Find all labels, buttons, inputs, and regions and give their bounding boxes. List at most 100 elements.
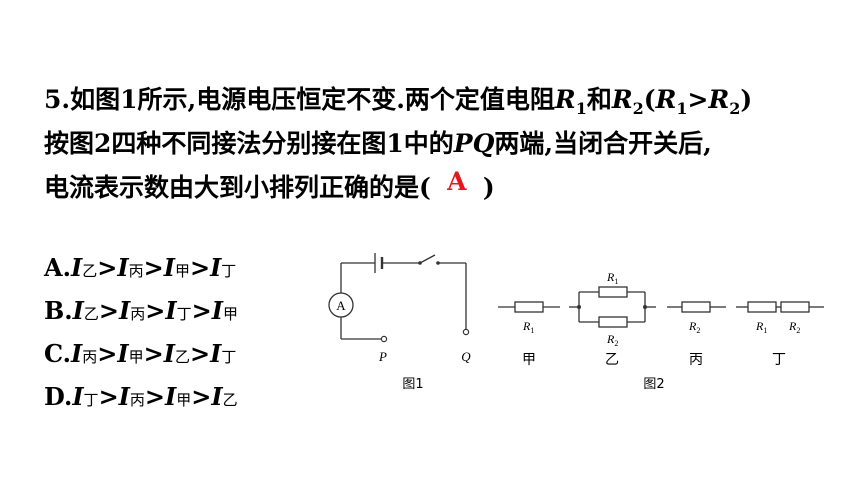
option-term: 丙 [129,391,145,409]
option-gt: > [189,253,211,282]
question-text-2a: 按图2四种不同接法分别接在图1中的 [44,129,454,158]
ding-second-resistor [780,301,810,313]
question-text-1: 如图1所示,电源电压恒定不变.两个定值电阻 [70,85,555,114]
greater-than: > [687,85,709,114]
option-gt: > [143,253,164,282]
ammeter-label: A [336,298,346,313]
option-gt: > [144,382,166,411]
current-symbol: I [210,253,222,282]
ding-second-resistor-label: R2 [788,319,800,335]
option-term: 甲 [222,305,238,323]
option-term: 甲 [128,348,144,366]
current-symbol: I [117,339,129,368]
resistor-r2-symbol: R [611,85,633,114]
option-term: 丁 [83,391,99,409]
current-symbol: I [211,382,223,411]
option-term: 丙 [130,305,146,323]
yi-junction-right [643,305,647,309]
option-term: 乙 [83,305,99,323]
ding-label: 丁 [772,352,786,368]
option-gt: > [97,253,118,282]
option-letter: B. [44,296,73,325]
question-line-2: 按图2四种不同接法分别接在图1中的PQ两端,当闭合开关后, [44,126,712,162]
current-symbol: I [72,296,84,325]
question-number: 5. [44,85,71,114]
r1-subscript: 1 [575,99,587,118]
option-gt: > [98,296,119,325]
current-symbol: I [210,339,222,368]
ding-first-resistor-label: R1 [755,319,767,335]
compare-r2-sub: 2 [729,99,741,118]
paren-open: ( [643,85,656,114]
option-term: 丙 [82,348,98,366]
compare-r1-sub: 1 [676,99,688,118]
pq-symbol: PQ [453,129,495,158]
bing-resistor-label: R2 [688,319,700,335]
bing-resistor [681,301,711,313]
yi-top-resistor [598,286,628,298]
question-text-2b: 两端,当闭合开关后, [494,129,712,158]
question-line-1: 5.如图1所示,电源电压恒定不变.两个定值电阻R1和R2(R1>R2) [44,82,752,127]
option-gt: > [97,339,118,368]
yi-junction-left [577,305,581,309]
option-term: 乙 [175,348,191,366]
option-gt: > [145,296,166,325]
option-term: 乙 [82,262,98,280]
ding-first-resistor [747,301,777,313]
jia-label: 甲 [522,352,536,368]
current-symbol: I [119,296,131,325]
yi-bottom-resistor [598,316,628,328]
option-term: 乙 [222,391,238,409]
option-gt: > [191,382,212,411]
question-text-3: 电流表示数由大到小排列正确的是( [44,173,431,202]
yi-top-resistor-label: R1 [606,270,618,286]
jia-resistor [514,301,544,313]
figure-1-circuit: A P Q 图1 [328,253,471,392]
option-gt: > [143,339,164,368]
current-symbol: I [211,296,223,325]
terminal-q [462,328,470,336]
switch-contact-left [418,261,422,265]
resistor-r1-symbol: R [554,85,576,114]
paren-close: ) [740,85,753,114]
option-row: A.I乙>I丙>I甲>I丁 [44,252,236,287]
jia-resistor-label: R1 [522,319,534,335]
paren-close-3: ) [482,173,495,202]
option-gt: > [191,296,212,325]
current-symbol: I [163,253,175,282]
question-line-3: 电流表示数由大到小排列正确的是( A) [44,167,495,206]
current-symbol: I [118,382,130,411]
option-row: B.I乙>I丙>I丁>I甲 [44,295,238,330]
option-term: 甲 [174,262,190,280]
current-symbol: I [163,339,175,368]
current-symbol: I [71,339,83,368]
current-symbol: I [165,296,177,325]
current-symbol: I [165,382,177,411]
figure-2-caption: 图2 [643,377,664,392]
bing-label: 丙 [689,352,703,368]
option-gt: > [190,339,211,368]
answer-mark: A [447,167,467,196]
switch-contact-right [436,261,440,265]
option-row: D.I丁>I丙>I甲>I乙 [44,381,238,416]
option-term: 丁 [221,348,237,366]
option-term: 甲 [176,391,192,409]
option-letter: A. [44,253,71,282]
ammeter-icon [328,292,354,318]
option-term: 丙 [128,262,144,280]
current-symbol: I [72,382,84,411]
yi-label: 乙 [605,352,619,368]
option-row: C.I丙>I甲>I乙>I丁 [44,338,236,373]
yi-bottom-resistor-label: R2 [606,332,618,348]
current-symbol: I [70,253,83,282]
terminal-p-label: P [378,349,387,364]
compare-r1: R [655,85,677,114]
compare-r2: R [708,85,730,114]
option-gt: > [98,382,119,411]
option-letter: C. [44,339,72,368]
terminal-p [380,335,388,343]
current-symbol: I [117,253,129,282]
terminal-q-label: Q [461,349,471,364]
option-term: 丁 [176,305,192,323]
r2-subscript: 2 [632,99,644,118]
